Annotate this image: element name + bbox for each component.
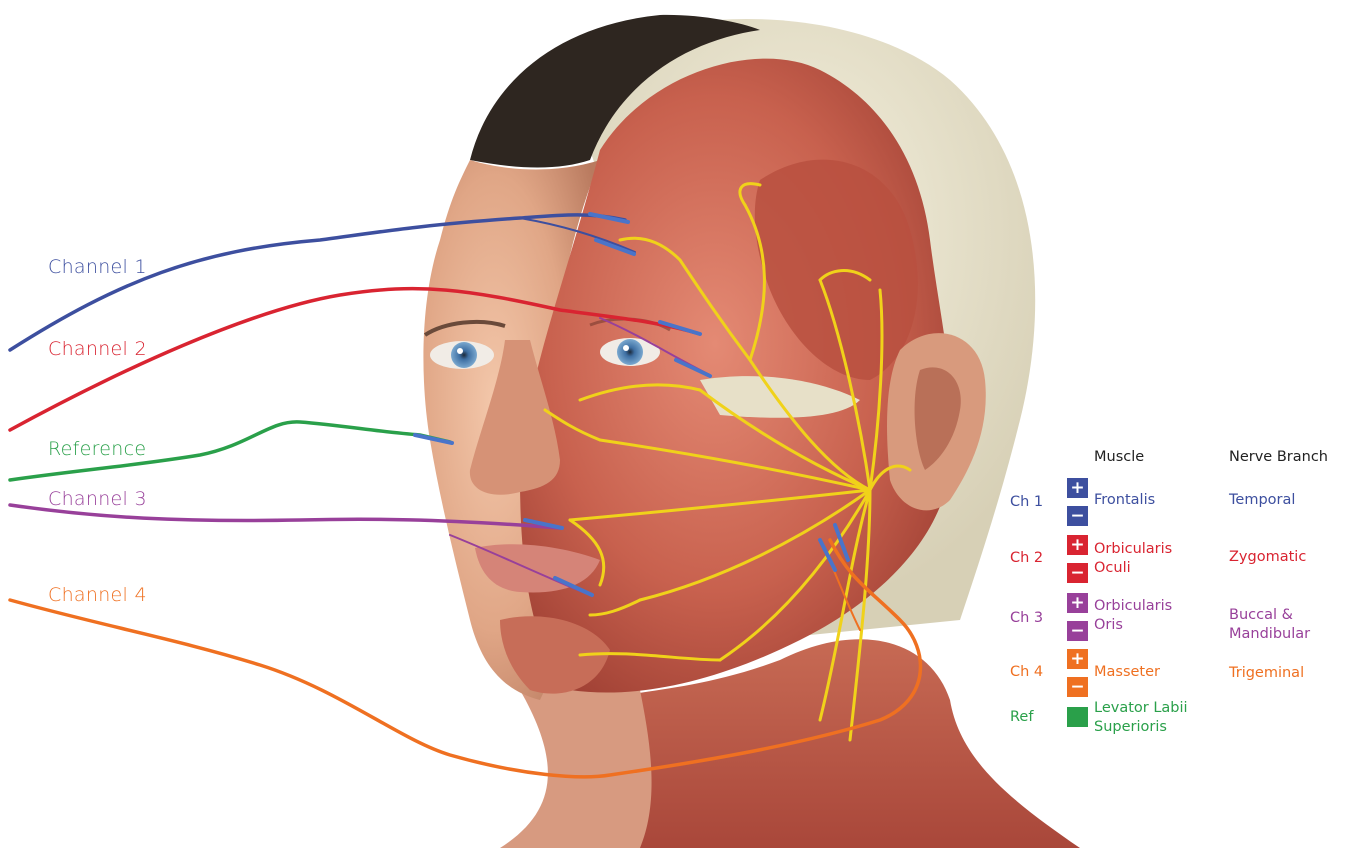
legend-nerve-trigeminal: Trigeminal (1229, 665, 1304, 681)
neck-skin (500, 690, 652, 848)
reference-label: Reference (48, 438, 146, 460)
ch3-minus-square: − (1067, 621, 1088, 641)
legend-ch1: Ch 1 (1010, 494, 1043, 510)
legend-ch2: Ch 2 (1010, 550, 1043, 566)
legend-muscle-orbicularis-oculi: Orbicularis Oculi (1094, 540, 1204, 578)
legend-muscle-frontalis: Frontalis (1094, 492, 1155, 508)
left-eye (430, 341, 494, 369)
channel-1-label: Channel 1 (48, 256, 147, 278)
channel-4-label: Channel 4 (48, 584, 147, 606)
legend-muscle-masseter: Masseter (1094, 664, 1160, 680)
channel-2-label: Channel 2 (48, 338, 147, 360)
ref-square (1067, 707, 1088, 727)
legend-header-muscle: Muscle (1094, 449, 1144, 465)
legend-ch4: Ch 4 (1010, 664, 1043, 680)
channel-3-label: Channel 3 (48, 488, 147, 510)
head-illustration (423, 15, 1080, 848)
legend-ref: Ref (1010, 709, 1033, 725)
legend-nerve-temporal: Temporal (1229, 492, 1295, 508)
legend-header-nerve: Nerve Branch (1229, 449, 1328, 465)
legend-nerve-buccal-mandibular: Buccal & Mandibular (1229, 606, 1339, 644)
ch1-plus-square: + (1067, 478, 1088, 498)
ch4-minus-square: − (1067, 677, 1088, 697)
ch2-minus-square: − (1067, 563, 1088, 583)
legend-muscle-levator-labii-superioris: Levator Labii Superioris (1094, 699, 1224, 737)
legend-muscle-orbicularis-oris: Orbicularis Oris (1094, 597, 1204, 635)
ch4-plus-square: + (1067, 649, 1088, 669)
ch2-plus-square: + (1067, 535, 1088, 555)
legend-nerve-zygomatic: Zygomatic (1229, 549, 1306, 565)
ch1-minus-square: − (1067, 506, 1088, 526)
ch3-plus-square: + (1067, 593, 1088, 613)
legend-ch3: Ch 3 (1010, 610, 1043, 626)
